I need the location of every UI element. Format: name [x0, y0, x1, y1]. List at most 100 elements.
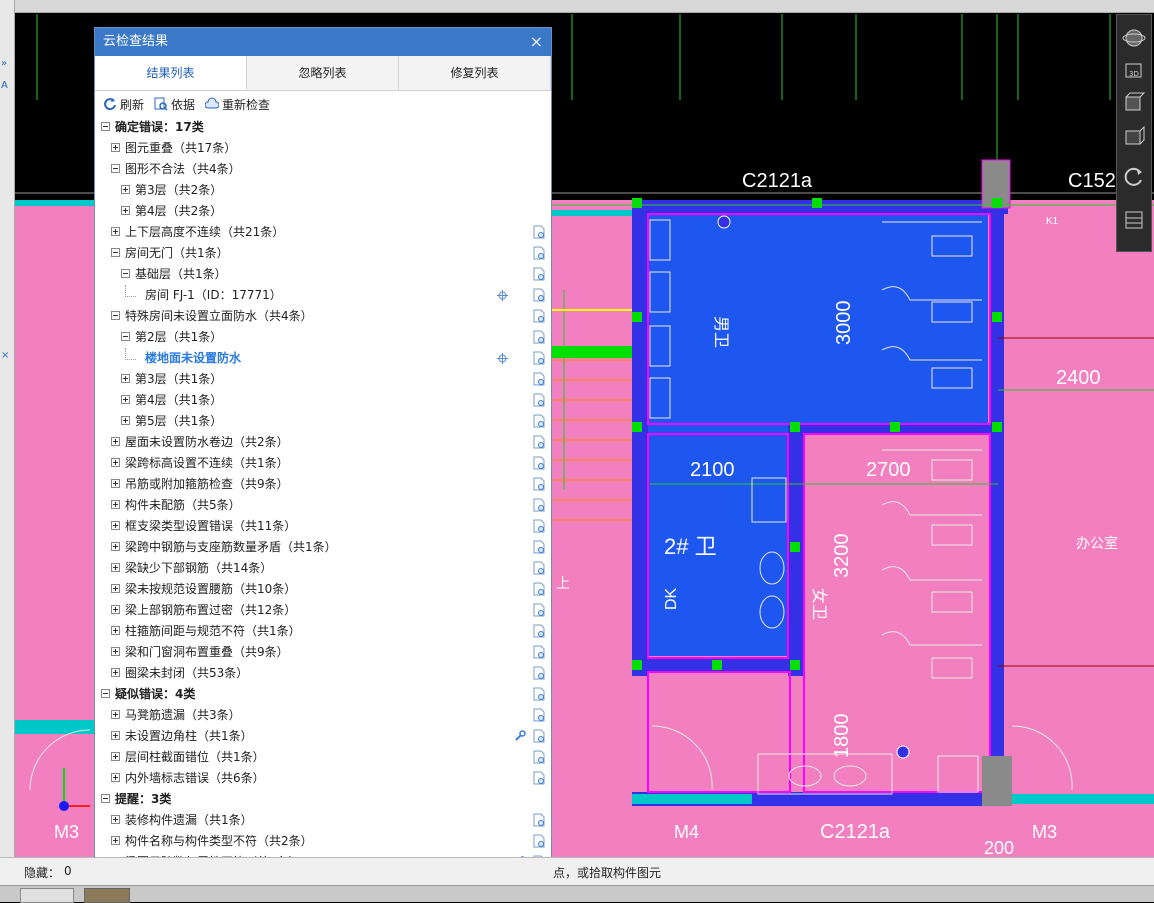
- tree-row[interactable]: 吊筋或附加箍筋检查（共9条）: [95, 474, 551, 495]
- expand-icon[interactable]: [111, 647, 120, 656]
- expand-icon[interactable]: [121, 206, 130, 215]
- detail-document-icon[interactable]: [533, 666, 545, 680]
- tree-row[interactable]: 梁跨标高设置不连续（共1条）: [95, 453, 551, 474]
- tree-row[interactable]: 第5层（共1条）: [95, 411, 551, 432]
- tree-row[interactable]: 马凳筋遗漏（共3条）: [95, 705, 551, 726]
- tree-row[interactable]: 框支梁类型设置错误（共11条）: [95, 516, 551, 537]
- detail-document-icon[interactable]: [533, 750, 545, 764]
- expand-icon[interactable]: [111, 626, 120, 635]
- detail-document-icon[interactable]: [533, 813, 545, 827]
- tree-row[interactable]: 图形不合法（共4条）: [95, 159, 551, 180]
- tree-row[interactable]: 房间 FJ-1（ID：17771）: [95, 285, 551, 306]
- detail-document-icon[interactable]: [533, 330, 545, 344]
- detail-document-icon[interactable]: [533, 519, 545, 533]
- view-3d-icon[interactable]: 3D: [1121, 57, 1147, 83]
- tree-row[interactable]: 构件未配筋（共5条）: [95, 495, 551, 516]
- tab-repaired[interactable]: 修复列表: [399, 56, 551, 90]
- close-icon[interactable]: ×: [1, 350, 10, 361]
- locate-icon[interactable]: [497, 353, 508, 364]
- detail-document-icon[interactable]: [533, 708, 545, 722]
- detail-document-icon[interactable]: [533, 498, 545, 512]
- detail-document-icon[interactable]: [533, 477, 545, 491]
- collapse-icon[interactable]: [101, 122, 110, 131]
- wrench-icon[interactable]: [514, 730, 526, 742]
- tree-row[interactable]: 第2层（共1条）: [95, 327, 551, 348]
- cad-canvas[interactable]: C2121a C1521 2400 2100 2700 2# 卫 办公室 M4 …: [0, 0, 1154, 860]
- expand-icon[interactable]: [121, 374, 130, 383]
- tree-row[interactable]: 装修构件遗漏（共1条）: [95, 810, 551, 831]
- tree-row[interactable]: 房间无门（共1条）: [95, 243, 551, 264]
- detail-document-icon[interactable]: [533, 435, 545, 449]
- detail-document-icon[interactable]: [533, 456, 545, 470]
- tree-group-row[interactable]: 疑似错误：4类: [95, 684, 551, 705]
- expand-icon[interactable]: [111, 836, 120, 845]
- expand-icon[interactable]: [111, 563, 120, 572]
- collapse-icon[interactable]: [121, 332, 130, 341]
- tree-row[interactable]: 第4层（共2条）: [95, 201, 551, 222]
- collapse-icon[interactable]: [111, 248, 120, 257]
- panel-title-bar[interactable]: 云检查结果 ×: [95, 28, 551, 56]
- tree-row[interactable]: 图元重叠（共17条）: [95, 138, 551, 159]
- tree-row[interactable]: 层间柱截面错位（共1条）: [95, 747, 551, 768]
- tree-row[interactable]: 特殊房间未设置立面防水（共4条）: [95, 306, 551, 327]
- tree-row[interactable]: 内外墙标志错误（共6条）: [95, 768, 551, 789]
- expand-icon[interactable]: [111, 437, 120, 446]
- rotate-icon[interactable]: [1121, 163, 1147, 189]
- detail-document-icon[interactable]: [533, 771, 545, 785]
- expand-icon[interactable]: [111, 143, 120, 152]
- close-icon[interactable]: ×: [529, 32, 543, 51]
- detail-document-icon[interactable]: [533, 414, 545, 428]
- tree-row[interactable]: 圈梁未封闭（共53条）: [95, 663, 551, 684]
- collapse-icon[interactable]: [101, 689, 110, 698]
- tree-row[interactable]: 梁跨中钢筋与支座筋数量矛盾（共1条）: [95, 537, 551, 558]
- tree-row[interactable]: 梁缺少下部钢筋（共14条）: [95, 558, 551, 579]
- expand-icon[interactable]: [121, 185, 130, 194]
- detail-document-icon[interactable]: [533, 834, 545, 848]
- collapse-icon[interactable]: [111, 311, 120, 320]
- collapse-icon[interactable]: [121, 269, 130, 278]
- locate-icon[interactable]: [497, 290, 508, 301]
- tree-row[interactable]: 屋面未设置防水卷边（共2条）: [95, 432, 551, 453]
- detail-document-icon[interactable]: [533, 309, 545, 323]
- detail-document-icon[interactable]: [533, 393, 545, 407]
- system-tray[interactable]: [1000, 889, 1100, 900]
- tree-row[interactable]: 梁未按规范设置腰筋（共10条）: [95, 579, 551, 600]
- expand-icon[interactable]: [111, 458, 120, 467]
- detail-document-icon[interactable]: [533, 288, 545, 302]
- expand-icon[interactable]: [121, 416, 130, 425]
- tree-row[interactable]: 楼地面未设置防水: [95, 348, 551, 369]
- detail-document-icon[interactable]: [533, 687, 545, 701]
- tree-row[interactable]: 梁上部钢筋布置过密（共12条）: [95, 600, 551, 621]
- tree-row[interactable]: 基础层（共1条）: [95, 264, 551, 285]
- expand-icon[interactable]: [111, 500, 120, 509]
- expand-icon[interactable]: [111, 815, 120, 824]
- expand-icon[interactable]: [111, 668, 120, 677]
- tree-row[interactable]: 第3层（共1条）: [95, 369, 551, 390]
- tree-row[interactable]: 未设置边角柱（共1条）: [95, 726, 551, 747]
- layer-grid-icon[interactable]: [1121, 207, 1147, 233]
- tab-ignored[interactable]: 忽略列表: [247, 56, 399, 90]
- expand-icon[interactable]: [111, 773, 120, 782]
- tree-row[interactable]: 第3层（共2条）: [95, 180, 551, 201]
- detail-document-icon[interactable]: [533, 582, 545, 596]
- tree-row[interactable]: 上下层高度不连续（共21条）: [95, 222, 551, 243]
- tab-results[interactable]: 结果列表: [95, 56, 247, 90]
- expand-icon[interactable]: [121, 395, 130, 404]
- tree-row[interactable]: 第4层（共1条）: [95, 390, 551, 411]
- cursor-icon[interactable]: A: [1, 80, 8, 91]
- expand-icon[interactable]: [111, 605, 120, 614]
- tree-group-row[interactable]: 确定错误：17类: [95, 117, 551, 138]
- orbit-icon[interactable]: [1121, 25, 1147, 51]
- detail-document-icon[interactable]: [533, 540, 545, 554]
- collapse-icon[interactable]: [111, 164, 120, 173]
- detail-document-icon[interactable]: [533, 603, 545, 617]
- detail-document-icon[interactable]: [533, 645, 545, 659]
- expand-icon[interactable]: [111, 752, 120, 761]
- cube-top-view-icon[interactable]: [1121, 89, 1147, 115]
- expand-icon[interactable]: [111, 227, 120, 236]
- expand-icon[interactable]: [111, 479, 120, 488]
- basis-button[interactable]: 依据: [154, 96, 195, 113]
- detail-document-icon[interactable]: [533, 372, 545, 386]
- expand-icon[interactable]: [111, 731, 120, 740]
- tree-row[interactable]: 构件名称与构件类型不符（共2条）: [95, 831, 551, 852]
